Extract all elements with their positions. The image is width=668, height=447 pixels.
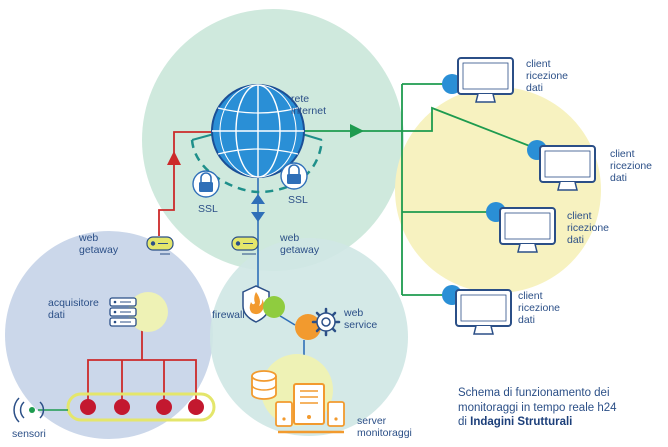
label-server-monitoraggi: server monitoraggi [357,415,412,439]
label-client-2: client ricezione dati [610,148,655,184]
database-icon [251,370,277,400]
sensor-nodes [80,399,204,415]
label-firewall: firewall [212,309,245,321]
acquisitore-highlight [128,292,168,332]
label-rete-internet: rete internet [291,93,326,117]
caption-prefix: di [458,416,471,428]
label-acquisitore-dati: acquisitore dati [48,297,102,321]
client-4 [442,285,512,335]
caption-brand: Indagini Strutturali [470,416,573,428]
web-service-node [295,314,321,340]
lock-icon [280,162,308,190]
gateway-icon [231,236,259,255]
upload-arrow [167,151,181,165]
globe-icon [211,84,305,178]
server-icon [275,383,345,434]
diagram-caption: Schema di funzionamento dei monitoraggi … [458,386,663,430]
server-icon [109,297,137,327]
label-client-1: client ricezione dati [526,58,571,94]
client-2 [527,140,596,191]
gateway-icon [146,236,174,255]
caption-line-2: monitoraggi in tempo reale h24 [458,401,617,414]
client-1 [442,57,514,103]
gear-icon [311,307,341,337]
sensor-icon [13,397,45,423]
lock-icon [192,170,220,198]
sensor-bar [66,392,216,422]
caption-line-1: Schema di funzionamento dei [458,387,610,399]
caption-line-3: di Indagini Strutturali [458,415,663,430]
label-ssl-left: SSL [198,203,218,215]
label-web-getaway-right: web getaway [279,232,320,256]
firewall-icon [242,285,270,323]
flow-arrow-right [350,124,364,138]
label-sensori: sensori [12,428,46,440]
client-3 [486,202,556,253]
bidirectional-arrow [251,194,265,222]
ssl-tunnel [190,139,324,194]
firewall-node [263,296,285,318]
label-ssl-right: SSL [288,194,308,206]
label-client-3: client ricezione dati [567,210,612,246]
label-web-getaway-left: web getaway [78,232,119,256]
label-client-4: client ricezione dati [518,290,563,326]
label-web-service: web service [343,307,377,331]
zone-acquisition [5,231,213,439]
